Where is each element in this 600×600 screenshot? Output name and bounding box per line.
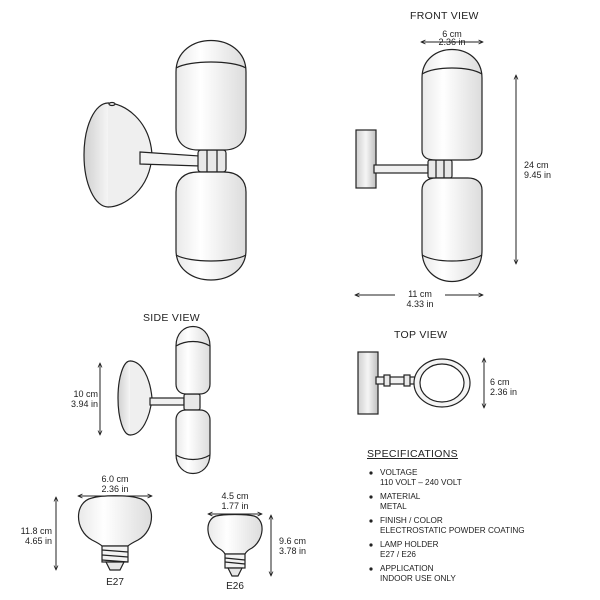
top-view-width-in: 2.36 in <box>490 387 518 397</box>
side-view-height-cm: 10 cm <box>73 389 98 399</box>
top-view-drawing <box>357 351 471 415</box>
spec-voltage-label: VOLTAGE <box>380 468 418 477</box>
bulb-e26-height-cm: 9.6 cm <box>279 536 307 546</box>
front-view-drawing <box>355 48 483 283</box>
side-view-title: SIDE VIEW <box>143 312 200 324</box>
front-view-width-in: 2.36 in <box>438 37 466 47</box>
spec-application-label: APPLICATION <box>380 564 434 573</box>
spec-finish-value: ELECTROSTATIC POWDER COATING <box>380 526 525 535</box>
bulb-e27-width-cm: 6.0 cm <box>101 474 129 484</box>
spec-bullets <box>369 471 373 571</box>
top-view-title: TOP VIEW <box>394 329 448 341</box>
front-view-width-cm: 6 cm <box>442 29 462 39</box>
spec-material-label: MATERIAL <box>380 492 421 501</box>
bulb-e27-height-cm: 11.8 cm <box>20 526 52 536</box>
side-view-height-in: 3.94 in <box>70 399 98 409</box>
bulb-e26-dimension-lines <box>208 514 271 576</box>
bulb-e26-name: E26 <box>226 581 244 592</box>
spec-lamp-holder-value: E27 / E26 <box>380 550 416 559</box>
spec-finish-label: FINISH / COLOR <box>380 516 443 525</box>
bulb-e26-drawing <box>207 513 263 577</box>
bulb-e26-width-in: 1.77 in <box>221 501 249 511</box>
spec-voltage-value: 110 VOLT – 240 VOLT <box>380 478 462 487</box>
front-view-height-cm: 24 cm <box>524 160 549 170</box>
bulb-e26-height-in: 3.78 in <box>279 546 307 556</box>
side-view-drawing <box>117 325 211 475</box>
bulb-e27-name: E27 <box>106 577 124 588</box>
spec-material-value: METAL <box>380 502 407 511</box>
bulb-e27-drawing <box>78 495 152 571</box>
front-view-depth-in: 4.33 in <box>406 299 434 309</box>
spec-application-value: INDOOR USE ONLY <box>380 574 456 583</box>
top-view-width-cm: 6 cm <box>490 377 510 387</box>
front-view-title: FRONT VIEW <box>410 10 479 22</box>
bulb-e26-width-cm: 4.5 cm <box>221 491 249 501</box>
front-view-height-in: 9.45 in <box>524 170 552 180</box>
specifications-title: SPECIFICATIONS <box>367 448 458 460</box>
perspective-view-drawing <box>83 40 247 281</box>
bulb-e27-width-in: 2.36 in <box>101 484 129 494</box>
spec-lamp-holder-label: LAMP HOLDER <box>380 540 439 549</box>
bulb-e27-dimension-lines <box>56 496 152 570</box>
bulb-e27-height-in: 4.65 in <box>24 536 52 546</box>
front-view-depth-cm: 11 cm <box>395 289 445 299</box>
